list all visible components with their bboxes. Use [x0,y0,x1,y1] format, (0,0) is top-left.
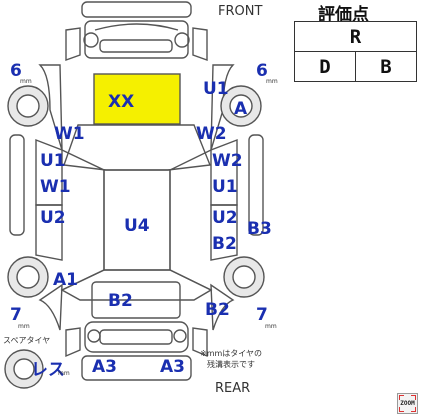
tire-depth-rear-left: 7 [10,305,22,325]
trunk-outline [91,281,181,319]
spare-tire-label: スペアタイヤ [3,336,50,345]
zoom-corner-tl [399,395,404,400]
left-front-fender [38,64,63,151]
taillight-left [87,329,101,343]
spare-tire [4,349,44,389]
rear-left-wheel [7,256,49,298]
grade-exterior: B [355,51,417,82]
rear-window-outline [60,269,213,301]
mm-unit-front-left: mm [20,78,32,85]
damage-right-rear-door-2: B2 [212,234,237,254]
rear-label: REAR [215,381,250,396]
front-grille-curve [94,23,179,31]
front-plate-outline [99,39,173,53]
mm-unit-rear-right: mm [265,323,277,330]
damage-right-rear-door-1: U2 [212,208,238,228]
right-front-fender [210,64,235,151]
zoom-label: ZOOM [400,400,415,407]
mm-unit-rear-left: mm [18,323,30,330]
zoom-corner-bl [399,407,404,412]
damage-right-front-fender-upper: U1 [203,79,229,99]
right-side-sill [248,134,264,236]
damage-left-rear-fender: A1 [53,270,78,290]
damage-right-rear-fender: B2 [205,300,230,320]
rear-bumper-lower-outline [81,355,192,381]
spare-tire-status: レス [31,360,65,380]
tire-note-line2: 残溝表示です [207,359,255,369]
left-side-sill [9,134,25,236]
grade-title: 評価点 [318,5,369,25]
tire-depth-rear-right: 7 [256,305,268,325]
front-bumper-outline [81,1,192,18]
right-rear-door-outline [210,204,238,261]
hood-panel [93,73,181,125]
damage-rear-bumper-right: A3 [160,357,185,377]
damage-left-a-pillar: W1 [54,124,85,144]
left-rear-corner [65,327,81,358]
damage-left-front-door-2: W1 [40,177,71,197]
tire-note-line1: ※mmはタイヤの [200,349,262,358]
zoom-corner-br [411,407,416,412]
mm-unit-front-right: mm [266,78,278,85]
front-right-wheel [220,85,262,127]
rear-bumper-outline [84,321,189,353]
headlight-right [174,32,190,48]
left-rear-door-outline [35,204,63,261]
headlight-left [83,32,99,48]
grade-overall: R [294,21,417,52]
zoom-corner-tr [411,395,416,400]
damage-right-front-door-1: W2 [212,151,243,171]
damage-right-side-sill: B3 [247,219,272,239]
zoom-button[interactable]: ZOOM [397,393,418,414]
rear-right-wheel [223,256,265,298]
taillight-right [173,329,187,343]
right-cabin-lines [169,149,212,291]
damage-rear-bumper-left: A3 [92,357,117,377]
left-rear-fender [38,283,63,331]
damage-left-front-door-1: U1 [40,151,66,171]
damage-right-a-pillar: W2 [196,124,227,144]
grade-interior: D [294,51,356,82]
right-rear-corner [192,327,208,358]
damage-left-rear-door: U2 [40,208,66,228]
damage-roof: U4 [124,216,150,236]
damage-right-front-tire: A [234,99,248,119]
tire-depth-front-right: 6 [256,61,268,81]
front-bumper-lower-outline [84,20,189,59]
rear-plate-outline [99,329,173,345]
damage-right-front-door-2: U1 [212,177,238,197]
front-label: FRONT [218,4,262,19]
front-left-wheel [7,85,49,127]
left-cabin-lines [61,149,105,291]
tire-depth-front-left: 6 [10,61,22,81]
damage-trunk: B2 [108,291,133,311]
left-front-corner [65,27,81,61]
damage-hood: XX [108,92,134,112]
windshield-outline [63,124,211,171]
mm-unit-spare: mm [58,370,70,377]
right-rear-fender [210,283,235,331]
right-front-corner [192,27,208,61]
grade-table: R D B [294,21,417,82]
